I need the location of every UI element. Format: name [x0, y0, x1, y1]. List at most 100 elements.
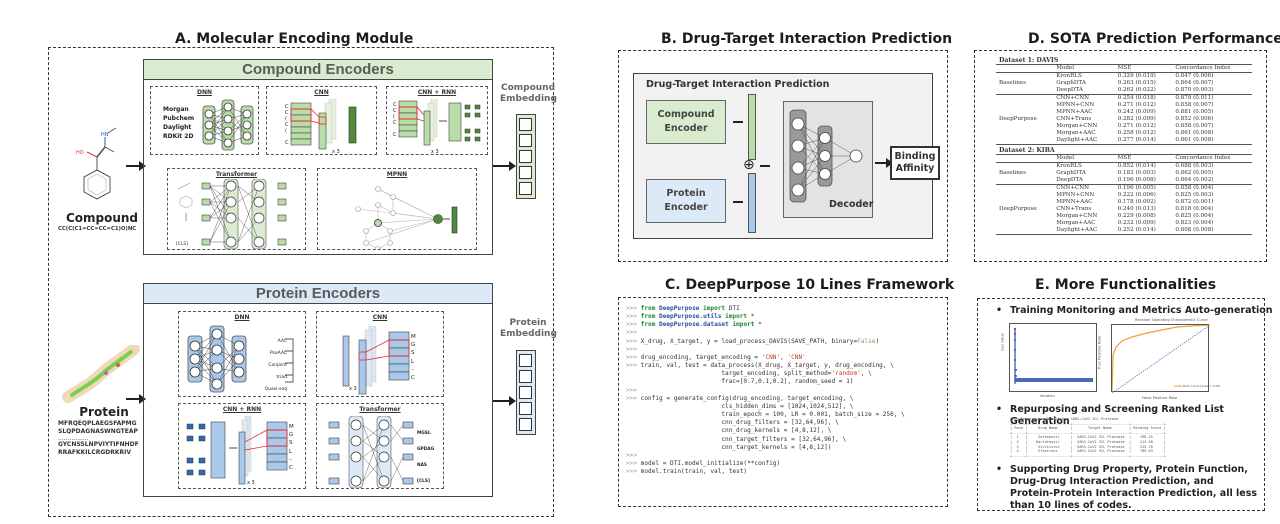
protein-embedding-label: Protein Embedding	[500, 318, 557, 339]
table-cell: 0.872 (0.001)	[1175, 199, 1214, 205]
svg-text:x 3: x 3	[349, 386, 357, 392]
table-cell: 0.858 (0.007)	[1175, 102, 1214, 108]
code-line: frac=[0.7,0.1,0.2], random_seed = 1)	[626, 378, 854, 386]
protein-encoder-box: Protein Encoder	[646, 179, 726, 223]
protein-transformer-diagram-icon	[328, 416, 414, 488]
svg-text:HO: HO	[76, 150, 84, 156]
compound-dnn-block: DNN Morgan Pubchem Daylight RDKit 2D	[150, 86, 259, 155]
group-cell: Baselines	[999, 170, 1026, 176]
protein-dnn-block: DNN AAC PseAAC Conjoint triad Quasi-seq	[178, 311, 306, 397]
compound-arrow	[126, 161, 146, 171]
panel-a-title: A. Molecular Encoding Module	[175, 31, 414, 47]
panel-e-frame	[977, 298, 1265, 511]
compound-cnn-title: CNN	[314, 89, 329, 96]
svg-text:C: C	[289, 465, 293, 471]
table-cell: CNN+CNN	[1056, 95, 1090, 101]
table-cell: 0.823 (0.004)	[1175, 220, 1214, 226]
compound-transformer-title: Transformer	[215, 171, 258, 178]
table-cell: Daylight+AAC	[1053, 137, 1115, 145]
svg-text:(: (	[285, 128, 287, 134]
panel-d-frame	[974, 50, 1267, 262]
code-line: cnn_target_filters = [32,64,96], \	[626, 435, 847, 443]
embedding-cell	[519, 418, 532, 431]
token-label: [CLS]	[417, 479, 430, 484]
svg-text:x 3: x 3	[332, 149, 340, 155]
svg-text:C: C	[285, 104, 289, 110]
column-header: Model	[1053, 64, 1115, 73]
code-line: >>> config = generate_config(drug_encodi…	[626, 394, 854, 402]
dnn-input-pubchem: Pubchem	[163, 115, 195, 122]
table-cell: 0.254 (0.018)	[1117, 95, 1156, 101]
compound-transformer-block: Transformer [CLS]	[167, 168, 306, 250]
compound-cnn-rnn-title: CNN + RNN	[417, 89, 457, 96]
panel-a-frame	[48, 47, 554, 517]
table-cell: 0.852 (0.006)	[1175, 116, 1214, 122]
group-cell: Baselines	[999, 80, 1026, 86]
group-cell	[996, 185, 1053, 193]
ranked-list-line: | 3 | Vicriviroc | SARS-CoV2 3CL Proteas…	[1010, 444, 1166, 449]
compound-mpnn-title: MPNN	[386, 171, 408, 178]
protein-sequence-line: GYCNSSLNPVIYTIFNHDF	[58, 441, 139, 448]
bullet-repurposing: • Repurposing and Screening Ranked List …	[996, 404, 1280, 428]
svg-text:(: (	[393, 114, 395, 120]
table-cell: 0.222 (0.006)	[1117, 192, 1156, 198]
protein-sequence-line: SLQPDAGNASWNGTEAP	[58, 428, 138, 435]
protein-dnn-title: DNN	[234, 314, 250, 321]
table-cell: MPNN+AAC	[1056, 199, 1093, 205]
compound-dnn-title: DNN	[196, 89, 213, 96]
table-cell: 0.858 (0.004)	[1175, 185, 1214, 191]
code-line: train_epoch = 100, LR = 0.001, batch_siz…	[626, 411, 905, 419]
compound-embedding-arrow	[493, 161, 516, 171]
compound-transformer-diagram-icon: [CLS]	[176, 179, 287, 249]
token-label: MGSL	[417, 431, 431, 436]
protein-arrow	[126, 394, 146, 404]
binding-affinity-box: Binding Affinity	[890, 146, 940, 180]
dataset-header-row: Dataset 2: KIBA	[996, 144, 1252, 155]
protein-dnn-network-icon	[187, 325, 247, 393]
roc-plot-svg	[1111, 324, 1211, 394]
dnn-input-conjoint-triad: Conjoint triad	[268, 363, 287, 380]
svg-text:C: C	[285, 140, 289, 146]
group-cell	[996, 163, 1053, 171]
table-cell: 0.870 (0.003)	[1172, 87, 1252, 95]
embedding-cell	[519, 402, 532, 415]
code-line: >>> from DeepPurpose.dataset import *	[626, 321, 762, 329]
column-header: Concordance Index	[1172, 64, 1252, 73]
table-cell: 0.229 (0.008)	[1117, 213, 1156, 219]
compound-embedding-label: Compound Embedding	[500, 83, 557, 104]
compound-encoder-arrow	[733, 121, 743, 123]
svg-text:(: (	[285, 116, 287, 122]
decoder-output-arrow	[875, 159, 893, 167]
table-cell: 0.861 (0.008)	[1172, 137, 1252, 145]
panel-b-title: B. Drug-Target Interaction Prediction	[661, 31, 953, 47]
table-cell: 0.258 (0.012)	[1117, 130, 1156, 136]
ranked-list-line: +------+--------------------+-----------…	[1010, 453, 1166, 458]
table-cell: CNN+Trans	[1056, 116, 1092, 122]
svg-text:S: S	[411, 350, 415, 356]
embedding-cell	[519, 354, 532, 367]
protein-structure-icon	[62, 345, 140, 403]
code-line: >>> from DeepPurpose import DTI	[626, 305, 740, 312]
panel-c-frame	[618, 297, 948, 507]
compound-dnn-inputs: Morgan Pubchem Daylight RDKit 2D	[163, 105, 194, 141]
table-cell: 0.852 (0.014)	[1117, 163, 1156, 169]
compound-encoder-box: Compound Encoder	[646, 100, 726, 144]
svg-text:C: C	[393, 102, 397, 108]
group-cell	[996, 123, 1053, 130]
ranked-list-line: | Rank | Drug Name | Target Name | Bindi…	[1010, 426, 1166, 431]
protein-transformer-block: Transformer MGSL GPDAG NAS [CLS]	[316, 403, 444, 489]
compound-cnn-diagram-icon: CC(C(C x 3	[285, 99, 357, 155]
ranked-list-line: | 1 | Sofosbuvir | SARS-CoV2 3CL Proteas…	[1010, 435, 1166, 440]
code-block: >>> from DeepPurpose import DTI >>> from …	[626, 305, 905, 476]
